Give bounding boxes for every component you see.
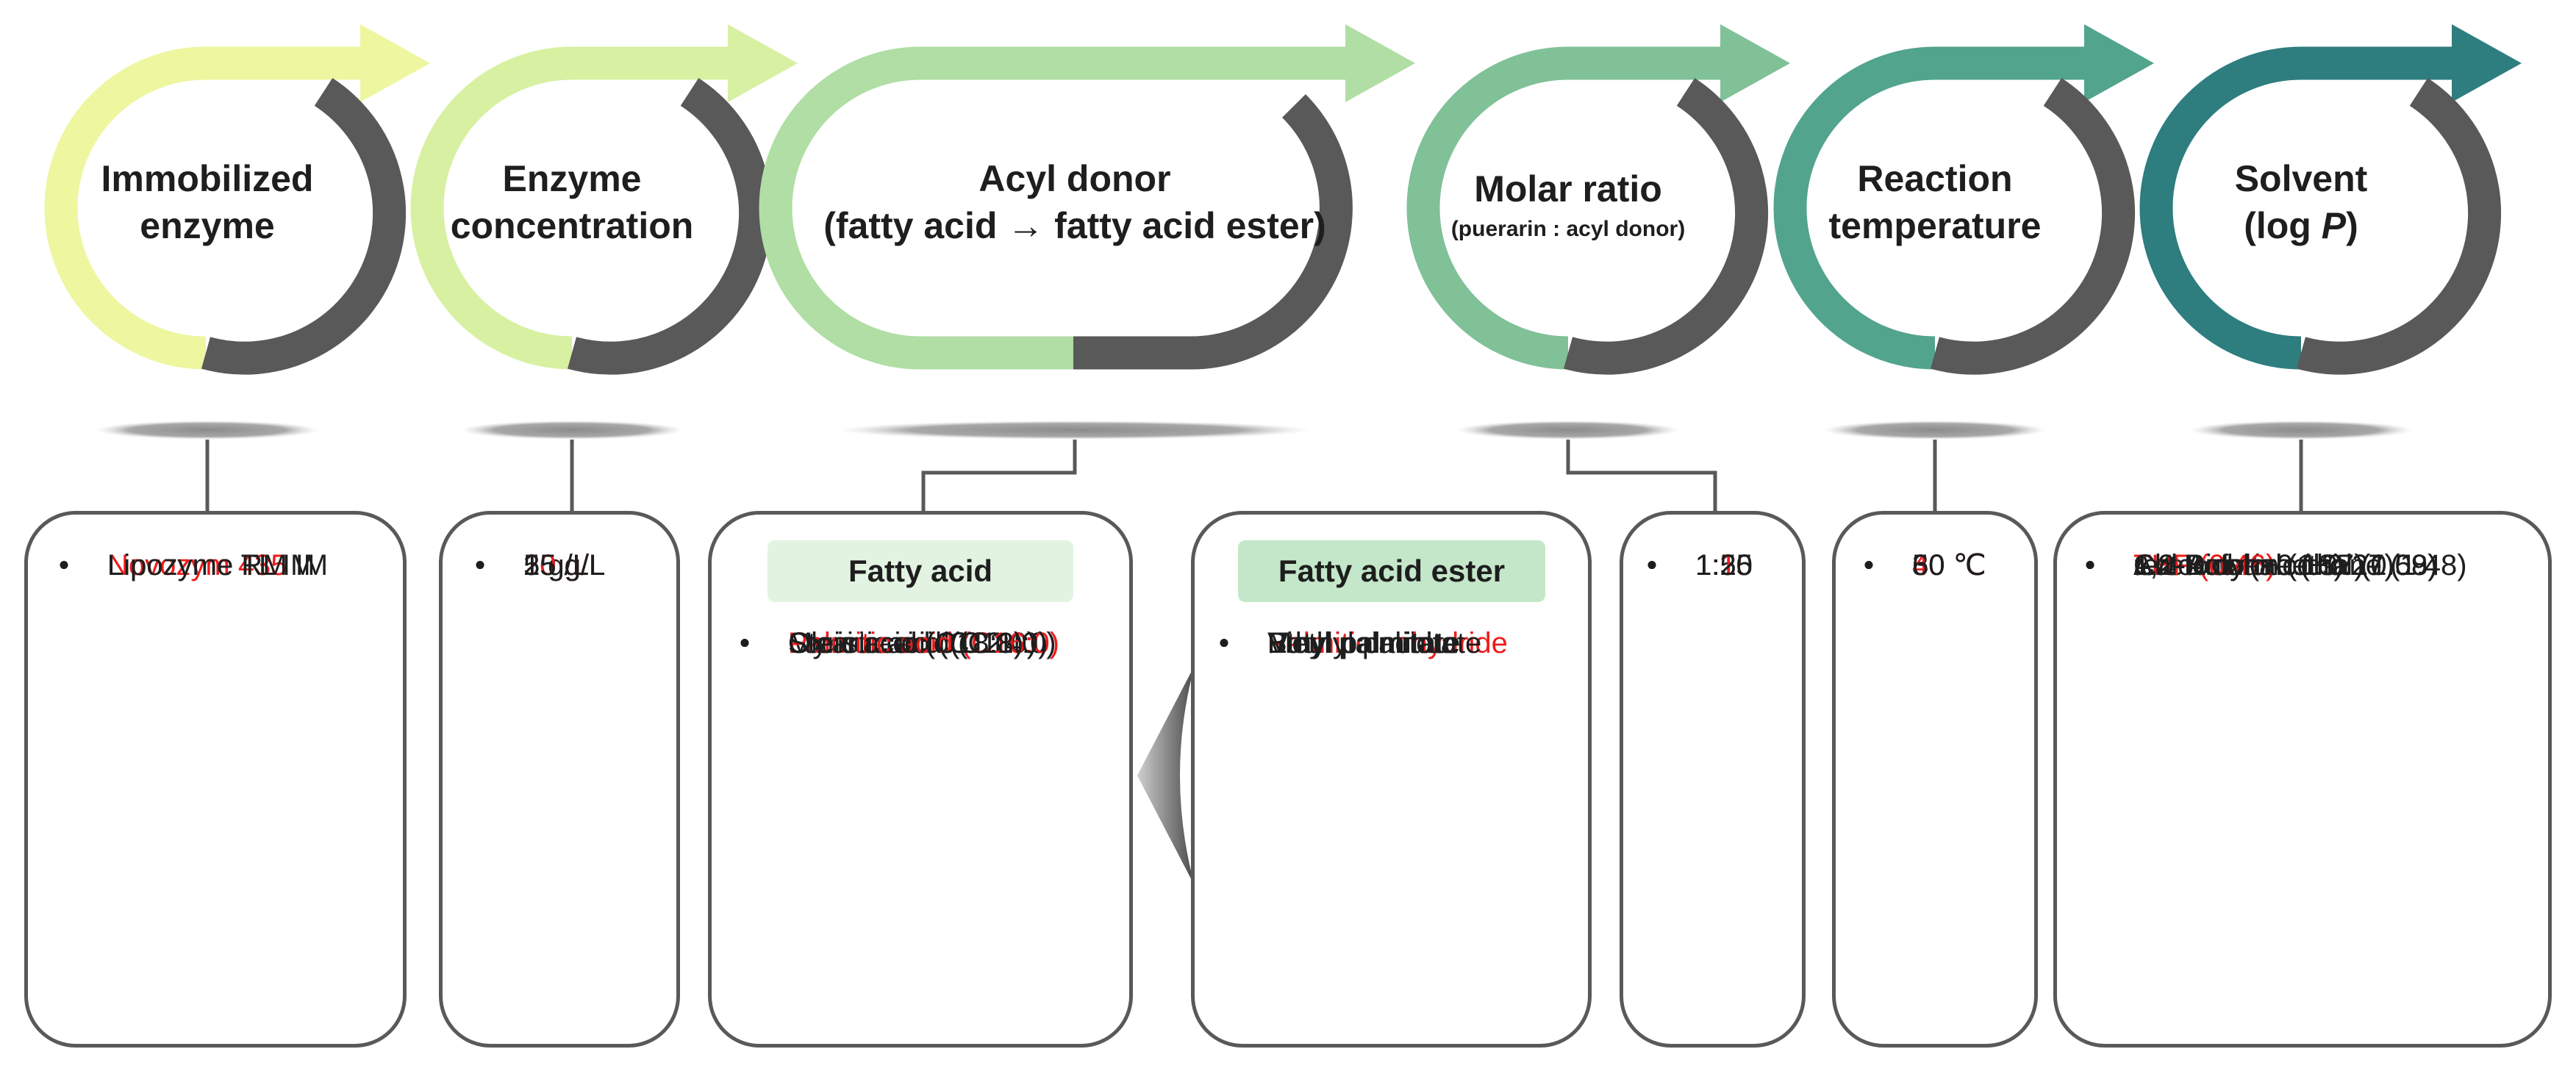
step-5-ring-colored [1773, 46, 2084, 370]
step-4-ring-colored [1406, 46, 1720, 370]
step-3-title: Acyl donor (fatty acid → fatty acid este… [823, 158, 1326, 246]
step-2-ring-grey [568, 78, 773, 375]
step-1-ring-grey [201, 78, 407, 375]
step-1-arrow-head [360, 24, 430, 102]
concentration-options-box [439, 511, 680, 1048]
temperature-options-box [1832, 511, 2038, 1048]
connector-3 [921, 440, 1077, 511]
step-1-shadow [96, 420, 319, 440]
fatty-acid-ester-header: Fatty acid ester [1238, 540, 1545, 602]
step-3-ring-colored [759, 46, 1345, 370]
step-2-arrow-head [728, 24, 798, 102]
step-1-title: Immobilized enzyme [101, 158, 314, 246]
enzyme-options-box [24, 511, 407, 1048]
acyl-donor-transition-wedge [1137, 665, 1195, 886]
step-5-ring-grey [1931, 78, 2136, 375]
step-6-arrow-head [2452, 24, 2522, 102]
step-2-title: Enzyme concentration [450, 158, 694, 246]
step-1-ring-colored [44, 46, 360, 370]
molar-ratio-options-box [1620, 511, 1806, 1048]
step-2-shadow [460, 420, 684, 440]
step-5-title: Reaction temperature [1828, 158, 2042, 246]
step-4-shadow [1456, 420, 1680, 440]
step-5-arrow-head [2084, 24, 2154, 102]
step-6-ring-grey [2297, 78, 2502, 375]
step-4-arrow-head [1720, 24, 1790, 102]
step-6-title: Solvent (log P) [2234, 158, 2368, 246]
connector-4 [1566, 440, 1717, 511]
step-2-ring-colored [410, 46, 728, 370]
fatty-acid-header: Fatty acid [768, 540, 1073, 602]
step-4-ring-grey [1564, 78, 1769, 375]
step-5-shadow [1823, 420, 2047, 440]
step-4-title: Molar ratio (puerarin : acyl donor) [1450, 168, 1686, 241]
step-6-shadow [2189, 420, 2413, 440]
solvent-options-box [2053, 511, 2552, 1048]
step-3-arrow-head [1345, 24, 1415, 102]
step-3-shadow [838, 420, 1312, 440]
step-3-ring-grey [1073, 94, 1353, 370]
step-6-ring-colored [2139, 46, 2452, 370]
